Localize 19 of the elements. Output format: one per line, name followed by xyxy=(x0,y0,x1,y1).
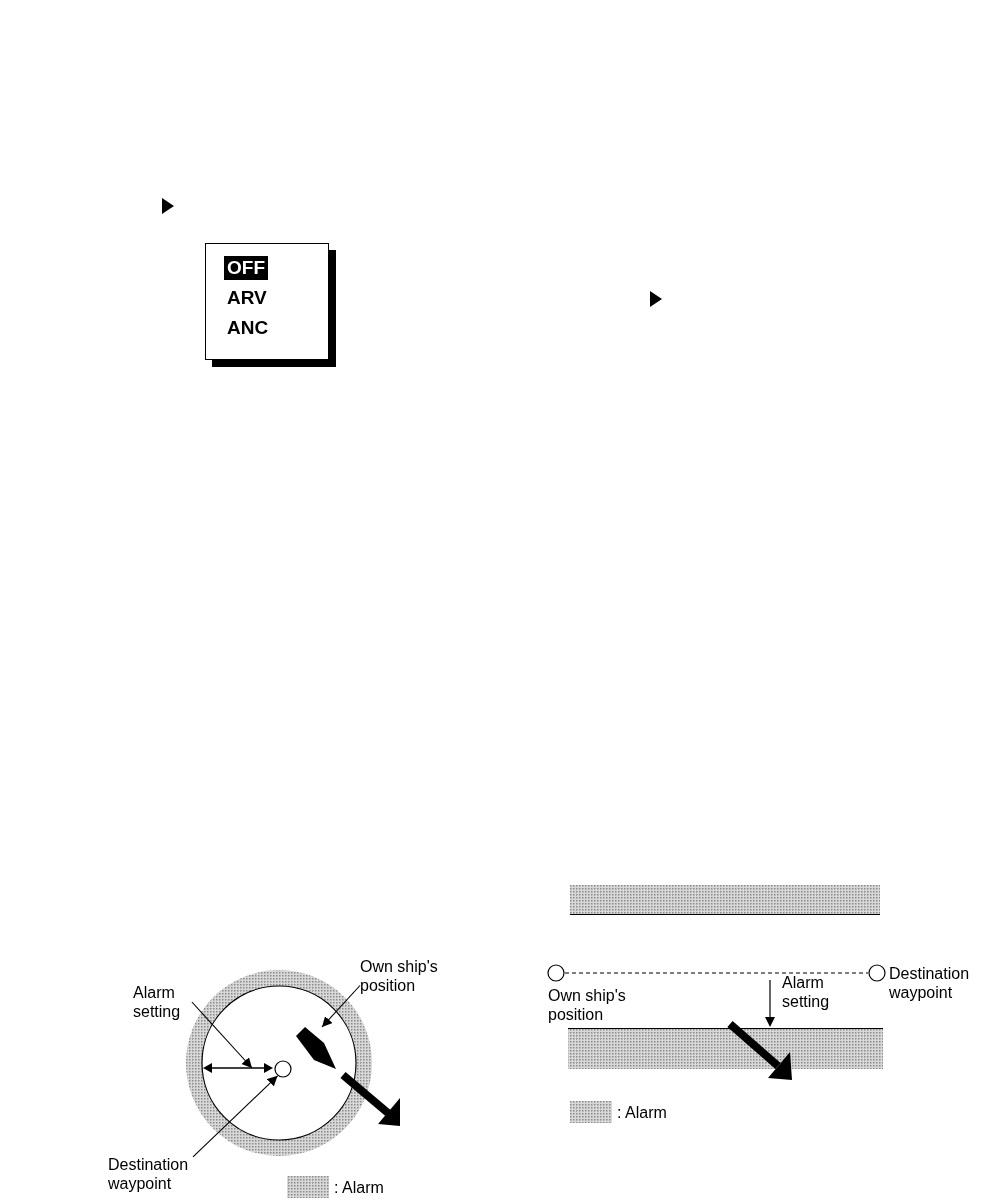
course-line xyxy=(564,972,869,974)
dimension-label: Alarm setting xyxy=(782,973,831,1011)
position-label: Own ship's position xyxy=(548,986,627,1024)
legend-text: : Alarm xyxy=(617,1103,667,1122)
leader-line xyxy=(192,1075,279,1158)
callout-text: Alarm setting xyxy=(133,983,195,1021)
legend-text: : Alarm xyxy=(334,1178,384,1197)
waypoint-circle xyxy=(868,964,886,982)
callout-text: Own ship's position xyxy=(360,957,460,995)
selected-menu-option: OFF xyxy=(224,256,268,280)
leader-line xyxy=(321,984,361,1028)
waypoint-circle xyxy=(274,1060,292,1078)
callout-text: Destination waypoint xyxy=(108,1155,208,1193)
position-label: Destination waypoint xyxy=(889,964,971,1002)
menu-option: ARV xyxy=(224,286,270,310)
radius-arrow xyxy=(203,1062,273,1074)
waypoint-circle xyxy=(547,964,565,982)
ship-icon xyxy=(296,1027,336,1070)
menu-option: ANC xyxy=(224,316,272,340)
